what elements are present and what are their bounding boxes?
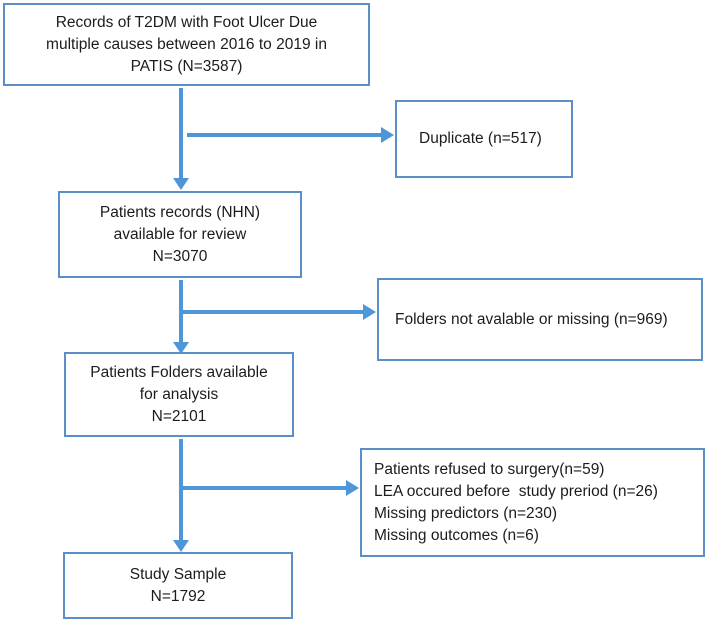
node-folders-available-analysis: Patients Folders available for analysis … (64, 352, 294, 437)
node-line: available for review (113, 225, 247, 243)
arrow-line (187, 133, 381, 137)
node-line: LEA occured before study preriod (n=26) (374, 482, 658, 500)
arrow-down-icon (173, 342, 189, 354)
node-line: Folders not avalable or missing (n=969) (395, 310, 668, 328)
arrow-down-icon (173, 540, 189, 552)
node-line: N=2101 (151, 407, 207, 425)
node-line: N=1792 (150, 587, 206, 605)
arrow-line (179, 88, 183, 178)
node-line: PATIS (N=3587) (130, 57, 243, 75)
node-line: Patients refused to surgery(n=59) (374, 460, 605, 478)
node-study-sample: Study Sample N=1792 (63, 552, 293, 619)
node-line: N=3070 (152, 247, 208, 265)
node-line: Missing predictors (n=230) (374, 504, 558, 522)
node-line: Missing outcomes (n=6) (374, 526, 539, 544)
node-line: Duplicate (n=517) (419, 130, 542, 147)
node-line: Records of T2DM with Foot Ulcer Due (55, 13, 318, 31)
node-line: Patients records (NHN) (99, 203, 261, 221)
arrow-line (183, 310, 363, 314)
node-line: Study Sample (129, 565, 227, 583)
node-folders-not-available: Folders not avalable or missing (n=969) (377, 278, 703, 361)
node-records-available-review: Patients records (NHN) available for rev… (58, 191, 302, 278)
node-line: multiple causes between 2016 to 2019 in (46, 35, 327, 53)
node-excluded-reasons: Patients refused to surgery(n=59) LEA oc… (360, 448, 705, 557)
arrow-right-icon (381, 127, 394, 143)
arrow-right-icon (346, 480, 359, 496)
node-line: Patients Folders available (90, 363, 268, 381)
arrow-line (179, 280, 183, 342)
node-records-patis: Records of T2DM with Foot Ulcer Due mult… (3, 3, 370, 86)
arrow-line (181, 486, 346, 490)
node-duplicate: Duplicate (n=517) (395, 100, 573, 178)
node-line: for analysis (139, 385, 219, 403)
arrow-down-icon (173, 178, 189, 190)
arrow-right-icon (363, 304, 376, 320)
